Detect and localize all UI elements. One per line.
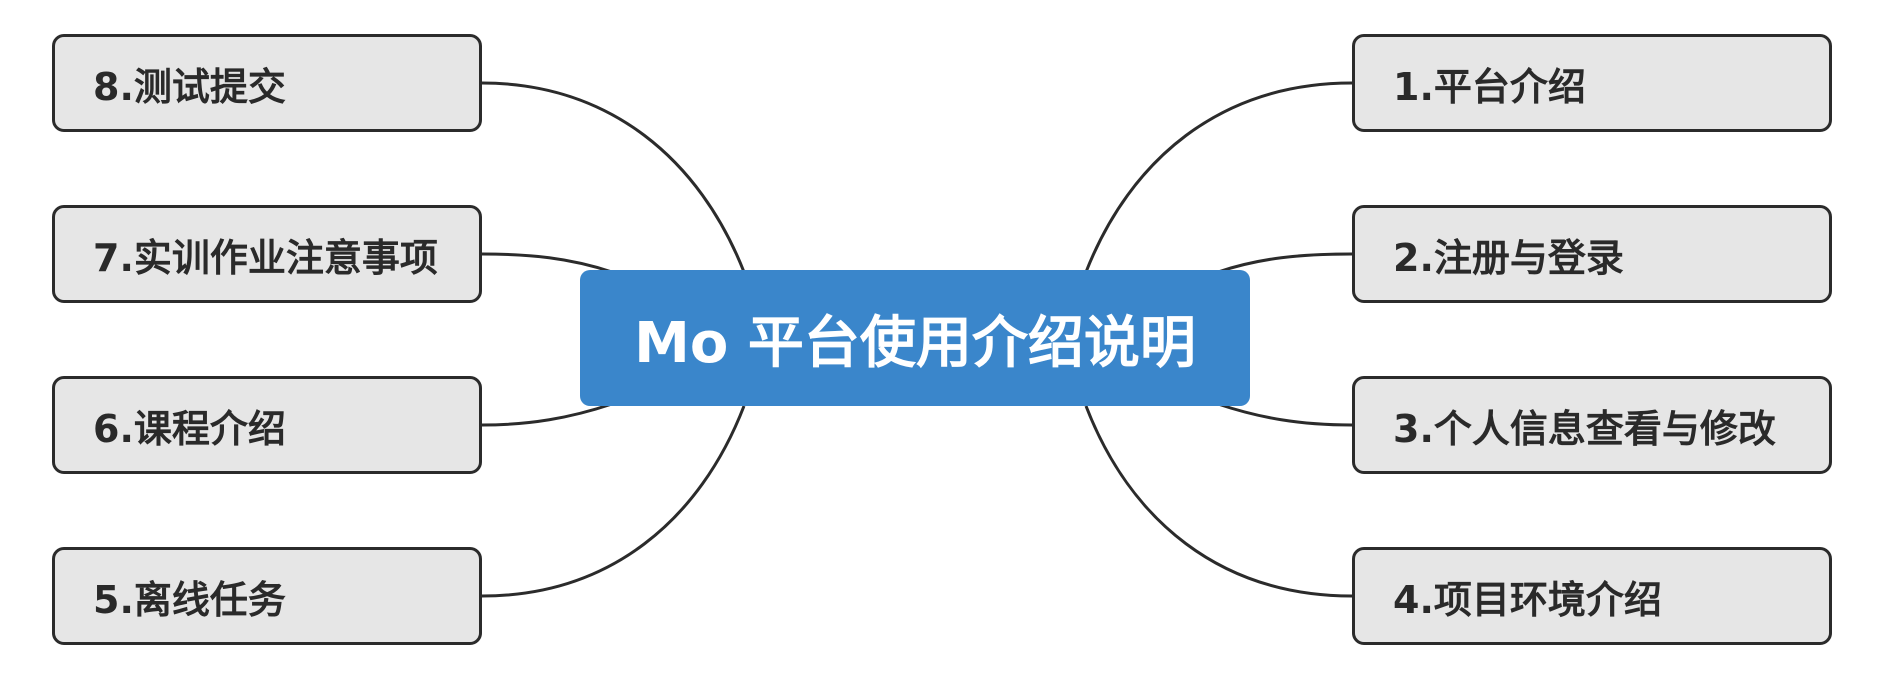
topic-2-register-login[interactable]: 2.注册与登录 — [1352, 205, 1832, 303]
connector-topic-7 — [481, 252, 613, 274]
topic-8-test-submit[interactable]: 8.测试提交 — [52, 34, 482, 132]
topic-7-training-notes[interactable]: 7.实训作业注意事项 — [52, 205, 482, 303]
connector-topic-4 — [1084, 405, 1353, 598]
connector-topic-1 — [1084, 81, 1353, 273]
connector-topic-2 — [1217, 252, 1353, 274]
topic-6-course-intro[interactable]: 6.课程介绍 — [52, 376, 482, 474]
topic-1-platform-intro[interactable]: 1.平台介绍 — [1352, 34, 1832, 132]
topic-3-personal-info[interactable]: 3.个人信息查看与修改 — [1352, 376, 1832, 474]
connector-topic-5 — [481, 405, 746, 598]
central-topic[interactable]: Mo 平台使用介绍说明 — [580, 270, 1250, 406]
topic-5-offline-tasks[interactable]: 5.离线任务 — [52, 547, 482, 645]
connector-topic-6 — [481, 402, 613, 427]
topic-4-project-environment[interactable]: 4.项目环境介绍 — [1352, 547, 1832, 645]
connector-topic-8 — [481, 81, 746, 273]
connector-topic-3 — [1217, 402, 1353, 427]
